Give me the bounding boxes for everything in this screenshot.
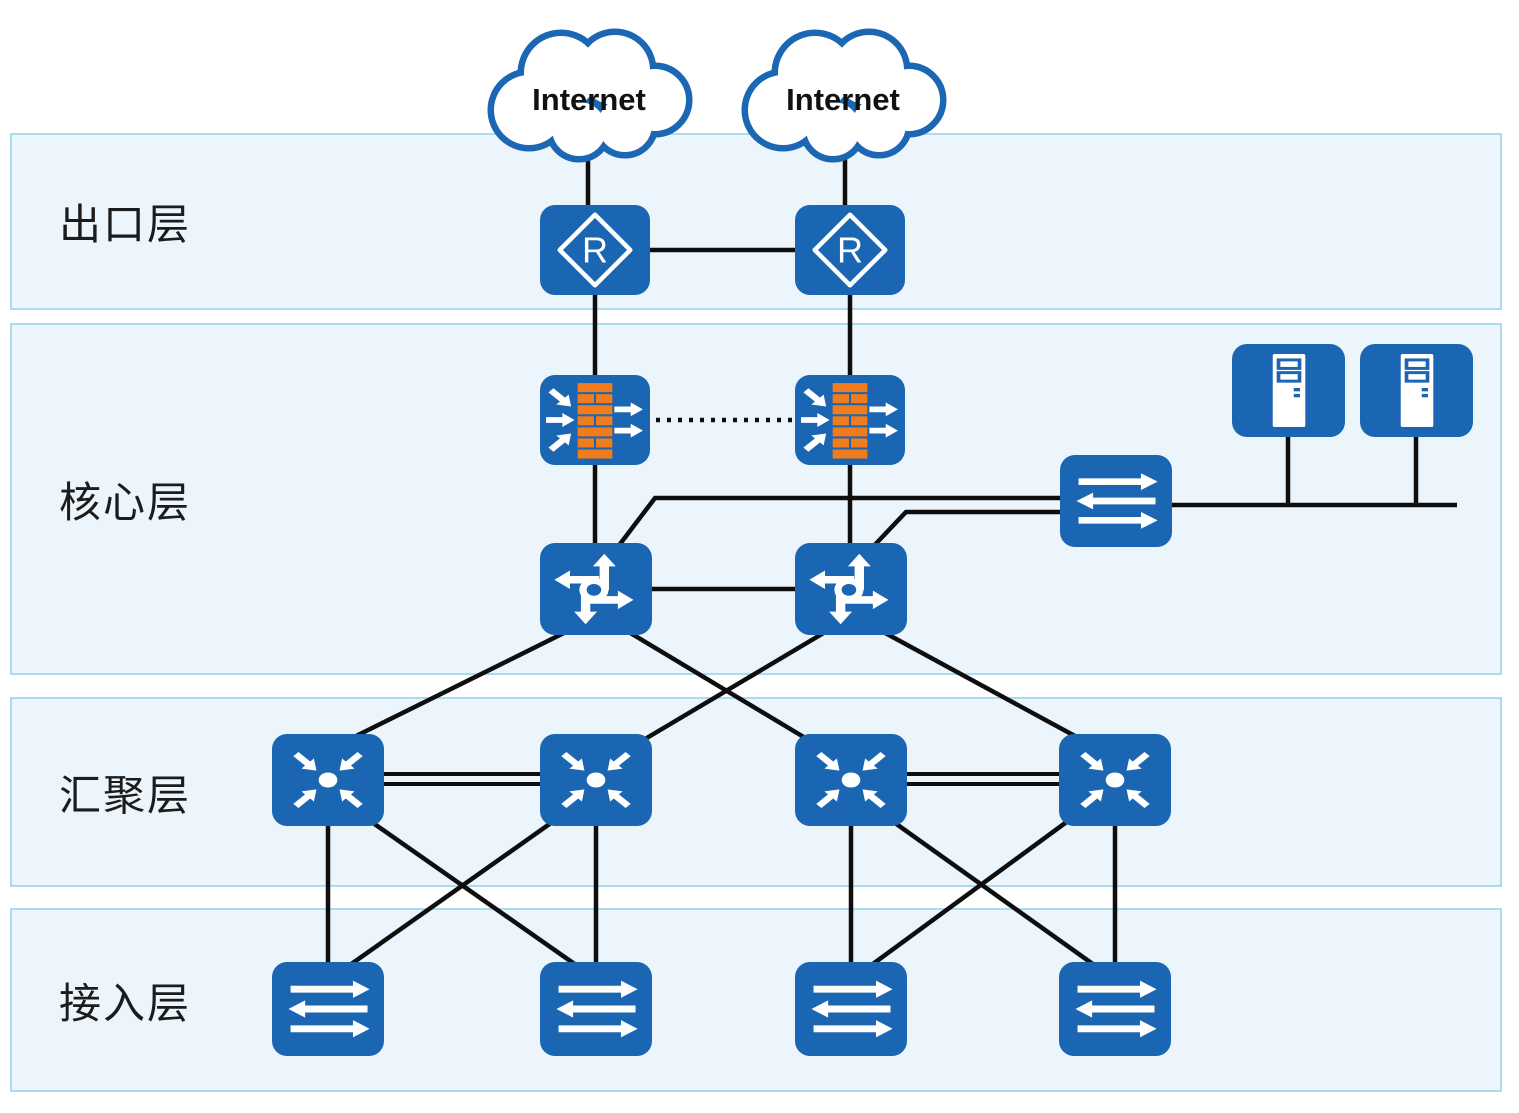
core-switch-1: [540, 543, 652, 635]
firewall-1: [540, 375, 650, 465]
edge-agg-switch-4-access-switch-3: [860, 816, 1074, 974]
edge-agg-switch-1-access-switch-2: [364, 816, 588, 974]
svg-text:Internet: Internet: [786, 82, 900, 117]
edge-core-switch-1-agg-switch-3: [620, 626, 814, 744]
svg-text:Internet: Internet: [532, 82, 646, 117]
access-switch-2: [540, 962, 652, 1056]
layer2-switch-icon: [556, 980, 638, 1038]
router-1: R: [540, 205, 650, 295]
internet-cloud-icon: Internet: [487, 28, 693, 163]
layer3-switch-icon: [554, 553, 634, 625]
layer-band-agg: 汇聚层: [10, 697, 1502, 887]
edge-core-switch-2-agg-switch-4: [874, 626, 1088, 744]
layer-label-core: 核心层: [59, 478, 192, 526]
access-switch-4: [1059, 962, 1171, 1056]
layer-band-access: 接入层: [10, 908, 1502, 1092]
internet-1: Internet: [483, 28, 695, 166]
layer-label-agg: 汇聚层: [59, 771, 192, 819]
server-icon: [1272, 353, 1306, 428]
aggregation-switch-icon: [1080, 751, 1150, 809]
router-icon: R: [557, 212, 633, 288]
aggregation-switch-icon: [293, 751, 363, 809]
layer-label-access: 接入层: [59, 979, 192, 1027]
layer-band-exit: 出口层: [10, 133, 1502, 310]
server-1: [1232, 344, 1345, 437]
server-2: [1360, 344, 1473, 437]
edge-agg-switch-2-access-switch-1: [338, 816, 560, 974]
agg-switch-2: [540, 734, 652, 826]
firewall-2: [795, 375, 905, 465]
svg-text:R: R: [837, 229, 863, 270]
agg-switch-1: [272, 734, 384, 826]
access-switch-1: [272, 962, 384, 1056]
edge-core-switch-1-server-switch: [612, 495, 1116, 554]
edge-core-switch-1-agg-switch-1: [343, 623, 579, 745]
router-2: R: [795, 205, 905, 295]
aggregation-switch-icon: [816, 751, 886, 809]
edge-core-switch-2-server-switch: [866, 509, 1116, 554]
agg-switch-3: [795, 734, 907, 826]
internet-2: Internet: [737, 28, 949, 166]
core-switch-2: [795, 543, 907, 635]
aggregation-switch-icon: [561, 751, 631, 809]
edge-agg-switch-3-access-switch-4: [886, 816, 1106, 974]
router-icon: R: [812, 212, 888, 288]
internet-cloud-icon: Internet: [741, 28, 947, 163]
agg-switch-4: [1059, 734, 1171, 826]
layer3-switch-icon: [809, 553, 889, 625]
firewall-icon: [546, 383, 643, 459]
edge-core-switch-2-agg-switch-2: [638, 626, 834, 744]
server-icon: [1400, 353, 1434, 428]
layer2-switch-icon: [288, 980, 370, 1038]
layer2-switch-icon: [1076, 473, 1158, 529]
server-switch: [1060, 455, 1172, 547]
layer2-switch-icon: [811, 980, 893, 1038]
firewall-icon: [801, 383, 898, 459]
layer2-switch-icon: [1075, 980, 1157, 1038]
svg-text:R: R: [582, 229, 608, 270]
access-switch-3: [795, 962, 907, 1056]
layer-label-exit: 出口层: [59, 201, 192, 248]
